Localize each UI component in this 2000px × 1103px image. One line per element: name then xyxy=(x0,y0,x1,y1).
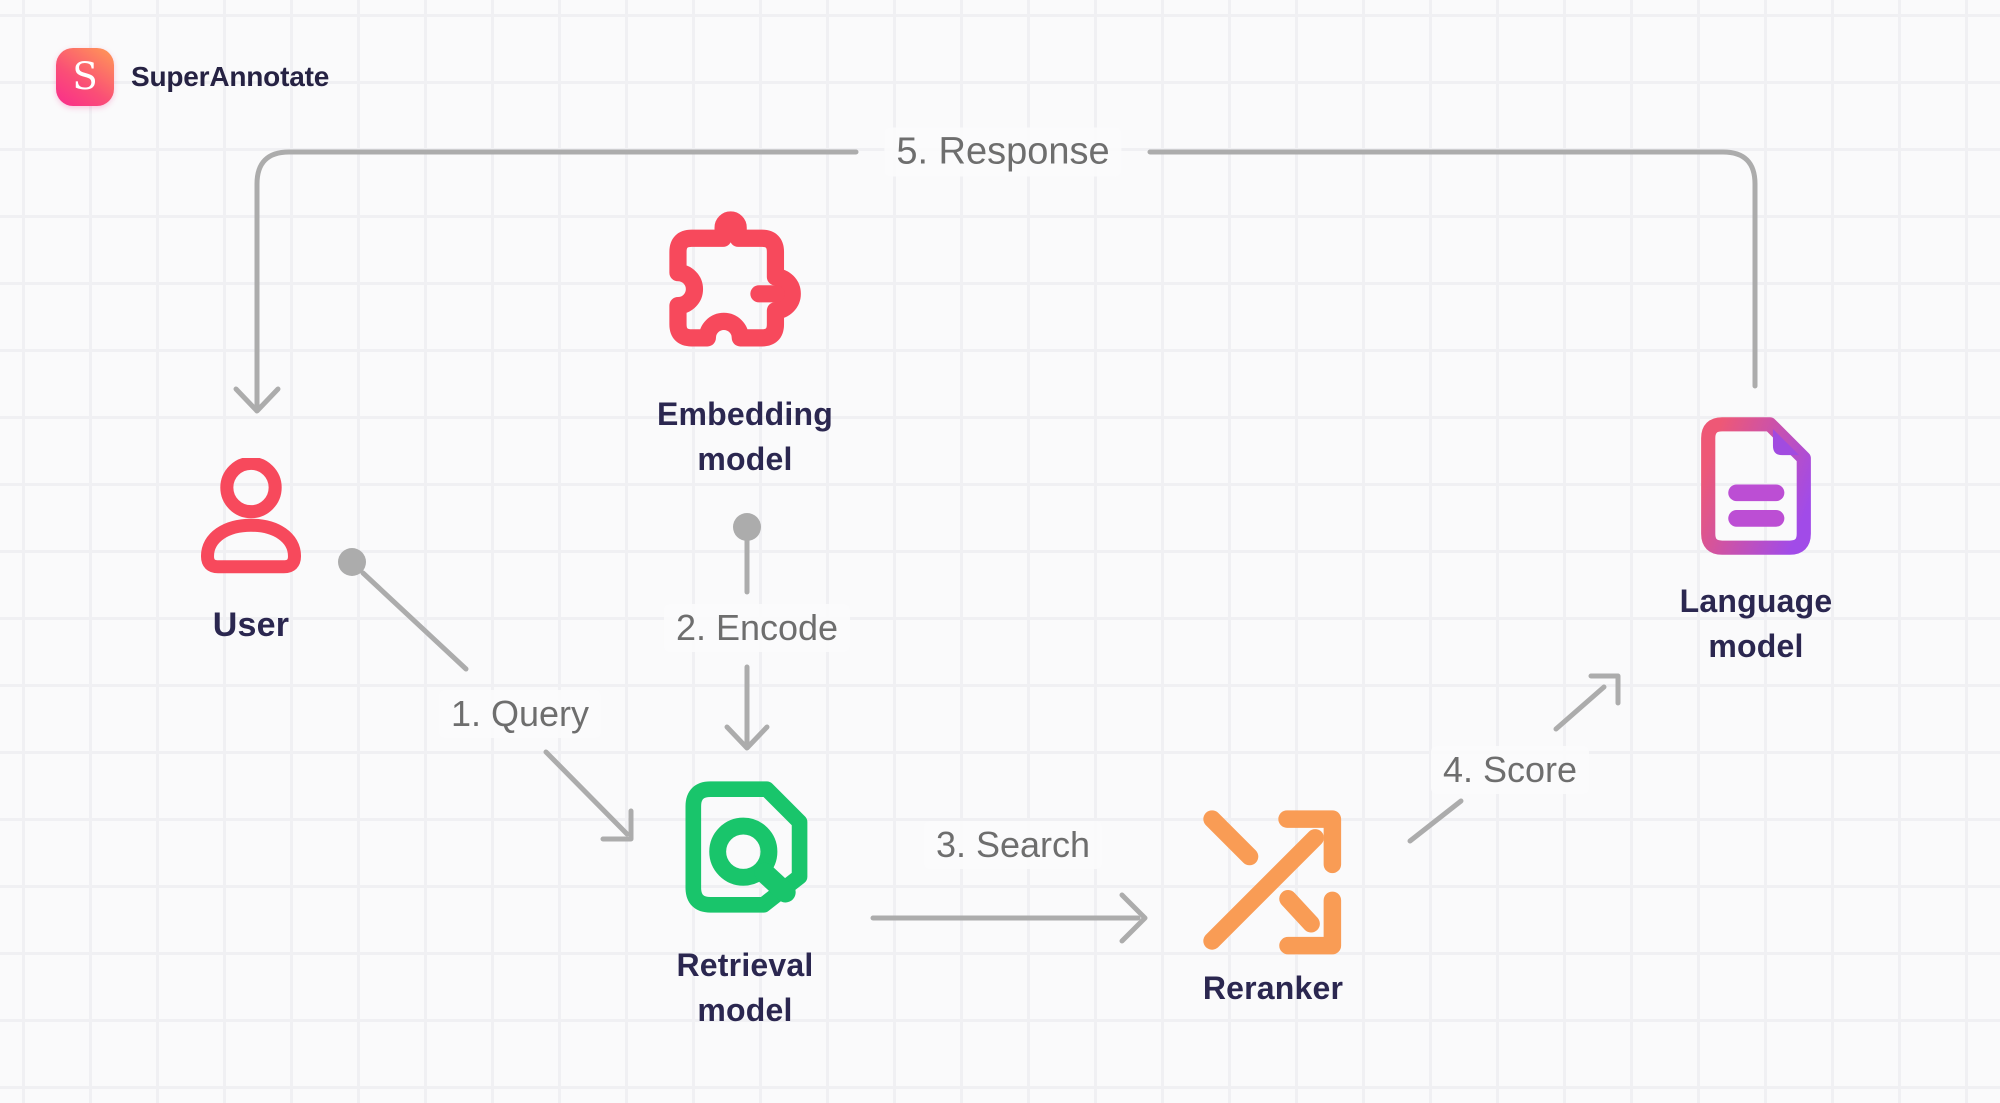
puzzle-piece-icon xyxy=(645,206,817,383)
retrieval-model-label: Retrieval model xyxy=(676,947,814,1029)
superannotate-logo: S SuperAnnotate xyxy=(56,48,329,106)
step-label-response: 5. Response xyxy=(884,127,1122,177)
person-icon xyxy=(193,456,309,581)
brand-name: SuperAnnotate xyxy=(131,61,330,92)
document-search-icon xyxy=(673,772,823,927)
embedding-model-label: Embedding model xyxy=(656,396,834,478)
step-label-query: 1. Query xyxy=(438,690,602,738)
shuffle-arrows-icon xyxy=(1198,805,1348,960)
step-label-score: 4. Score xyxy=(1430,746,1590,794)
response-arrow xyxy=(233,149,1758,414)
logo-letter: S xyxy=(72,54,98,98)
document-lines-icon xyxy=(1694,412,1818,565)
language-model-label: Language model xyxy=(1679,583,1833,665)
user-label: User xyxy=(212,606,290,644)
superannotate-logo-icon: S xyxy=(56,48,114,106)
reranker-label: Reranker xyxy=(1202,970,1344,1006)
search-arrow xyxy=(870,892,1148,944)
step-label-encode: 2. Encode xyxy=(663,604,851,652)
step-label-search: 3. Search xyxy=(923,821,1103,869)
